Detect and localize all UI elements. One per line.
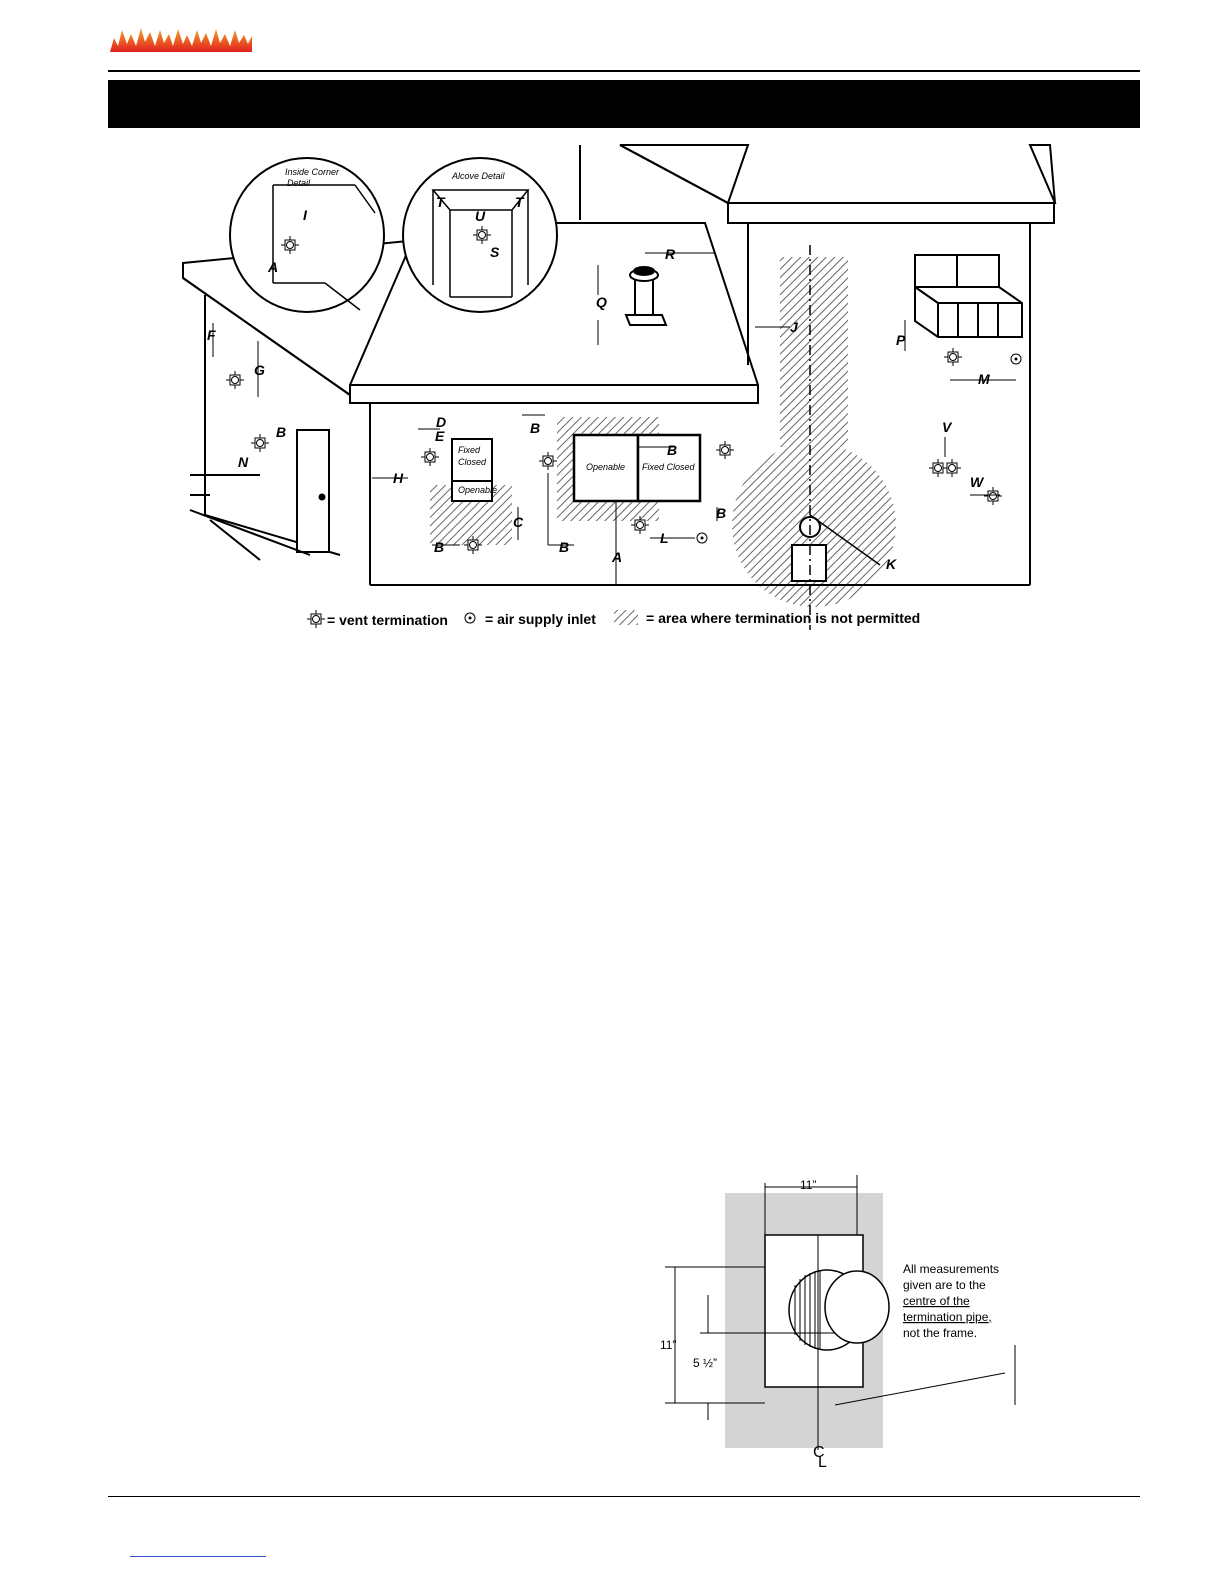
dim-label-g: G — [254, 362, 265, 378]
dim-label-u: U — [475, 208, 486, 224]
dim-label-k: K — [886, 556, 897, 572]
window-label-openable: Openable — [586, 462, 625, 472]
dim-label-f: F — [207, 327, 216, 343]
dim-label-d: D — [436, 414, 446, 430]
legend-air-text: = air supply inlet — [485, 611, 596, 627]
dim-label-a-corner: A — [267, 259, 278, 275]
vent-clearance-diagram: Inside Corner Detail I A Alcove Detail U… — [182, 144, 1057, 630]
height-label: 11” — [660, 1338, 676, 1352]
inside-corner-detail: Inside Corner Detail I A — [229, 157, 385, 313]
dim-label-h: H — [393, 470, 404, 486]
section-header-bar — [108, 80, 1140, 128]
legend: = vent termination = air supply inlet = … — [306, 609, 920, 629]
dim-label-b-left: B — [434, 539, 444, 555]
dim-label-v: V — [942, 419, 953, 435]
dim-label-e: E — [435, 428, 445, 444]
legend-vent-text: = vent termination — [327, 612, 448, 628]
dim-label-l: L — [660, 530, 669, 546]
alcove-title: Alcove Detail — [451, 171, 506, 181]
measurement-note: All measurements given are to the centre… — [903, 1262, 999, 1340]
dim-label-s: S — [490, 244, 500, 260]
header-rule — [108, 70, 1140, 72]
half-height-label: 5 ½” — [693, 1356, 717, 1370]
dim-label-i: I — [303, 207, 308, 223]
note-line-5: not the frame. — [903, 1326, 977, 1340]
right-house — [619, 144, 1057, 630]
no-vent-zone-meter-strip — [780, 257, 848, 447]
dim-label-w: W — [970, 474, 985, 490]
dim-label-b-mid: B — [559, 539, 569, 555]
dim-label-r: R — [665, 246, 676, 262]
legend-area-text: = area where termination is not permitte… — [646, 610, 920, 626]
note-line-2: given are to the — [903, 1278, 986, 1292]
inside-corner-subtitle: Detail — [287, 178, 311, 188]
alcove-detail: Alcove Detail U S T T — [402, 157, 558, 313]
dim-label-t-left: T — [436, 194, 446, 210]
dim-label-b-bottom: B — [716, 505, 726, 521]
dim-label-j: J — [790, 319, 799, 335]
window-label-closed: Closed — [458, 457, 487, 467]
note-line-4: termination pipe, — [903, 1310, 992, 1324]
dim-label-b-fixed: B — [667, 442, 677, 458]
measurement-lines — [665, 1175, 1016, 1450]
window-label-openable-small: Openable — [458, 485, 497, 495]
window-label-fixed: Fixed — [458, 445, 481, 455]
termination-cap — [788, 1269, 890, 1351]
width-label: 11” — [800, 1178, 816, 1192]
dim-label-b-top: B — [530, 420, 540, 436]
centerline-l: L — [818, 1454, 827, 1471]
dimension-lines — [212, 252, 1016, 585]
footer-rule — [108, 1496, 1140, 1497]
dim-label-b-door: B — [276, 424, 286, 440]
dim-label-n: N — [238, 454, 249, 470]
dim-label-a: A — [611, 549, 622, 565]
dim-label-c: C — [513, 514, 524, 530]
inside-corner-title: Inside Corner — [285, 167, 340, 177]
window-label-fixed-closed: Fixed Closed — [642, 462, 696, 472]
termination-drawing: 11” 11” 5 ½” C L All measurements given … — [660, 1175, 1016, 1471]
dim-label-p: P — [896, 332, 906, 348]
note-line-1: All measurements — [903, 1262, 999, 1276]
centerline-c: C — [813, 1444, 825, 1461]
note-line-3: centre of the — [903, 1294, 970, 1308]
brand-logo — [110, 28, 252, 52]
dim-label-q: Q — [596, 294, 607, 310]
dim-label-m: M — [978, 371, 990, 387]
footer-link-underline[interactable] — [130, 1556, 266, 1557]
dim-label-t-right: T — [515, 194, 525, 210]
